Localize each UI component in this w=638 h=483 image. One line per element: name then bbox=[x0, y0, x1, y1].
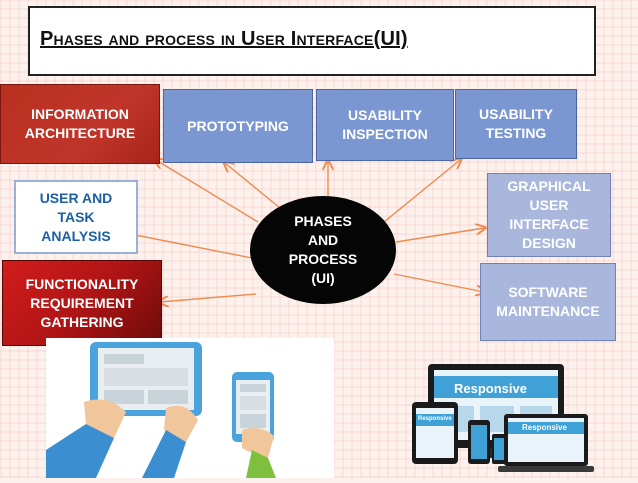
right-hand-tablet bbox=[164, 405, 198, 442]
left-sleeve bbox=[46, 424, 114, 478]
node-usability-inspection: USABILITY INSPECTION bbox=[316, 89, 454, 161]
node-software-maintenance: SOFTWARE MAINTENANCE bbox=[480, 263, 616, 341]
center-label: PHASES AND PROCESS (UI) bbox=[288, 213, 358, 286]
right-sleeve bbox=[142, 430, 186, 478]
node-usability-testing: USABILITY TESTING bbox=[455, 89, 577, 159]
arrow-software-maintenance bbox=[393, 273, 484, 292]
arrow-functionality-requirement bbox=[160, 293, 257, 302]
node-user-task-analysis: USER AND TASK ANALYSIS bbox=[14, 180, 138, 254]
node-functionality-requirement: FUNCTIONALITY REQUIREMENT GATHERING bbox=[2, 260, 162, 346]
node-prototyping: PROTOTYPING bbox=[163, 89, 313, 163]
page-title: Phases and process in User Interface(UI) bbox=[40, 28, 408, 50]
responsive-main-label: Responsive bbox=[454, 381, 527, 396]
green-sleeve bbox=[246, 450, 276, 478]
center-ellipse: PHASES AND PROCESS (UI) bbox=[250, 196, 396, 304]
title-box: Phases and process in User Interface(UI) bbox=[28, 6, 596, 76]
arrow-usability-testing bbox=[383, 160, 460, 223]
arrow-gui-design bbox=[395, 228, 484, 243]
responsive-laptop-label: Responsive bbox=[522, 423, 567, 432]
phone-hand bbox=[242, 428, 274, 458]
arrow-prototyping bbox=[225, 163, 281, 209]
hands-devices-illustration bbox=[46, 338, 334, 478]
node-gui-design: GRAPHICAL USER INTERFACE DESIGN bbox=[487, 173, 611, 257]
arrow-user-task-analysis bbox=[120, 232, 253, 259]
node-information-architecture: INFORMATION ARCHITECTURE bbox=[0, 84, 160, 164]
responsive-tablet-label: Responsive bbox=[418, 416, 452, 422]
responsive-devices-illustration: Responsive Responsive Responsive bbox=[404, 362, 594, 478]
arrow-information-architecture bbox=[156, 160, 259, 223]
